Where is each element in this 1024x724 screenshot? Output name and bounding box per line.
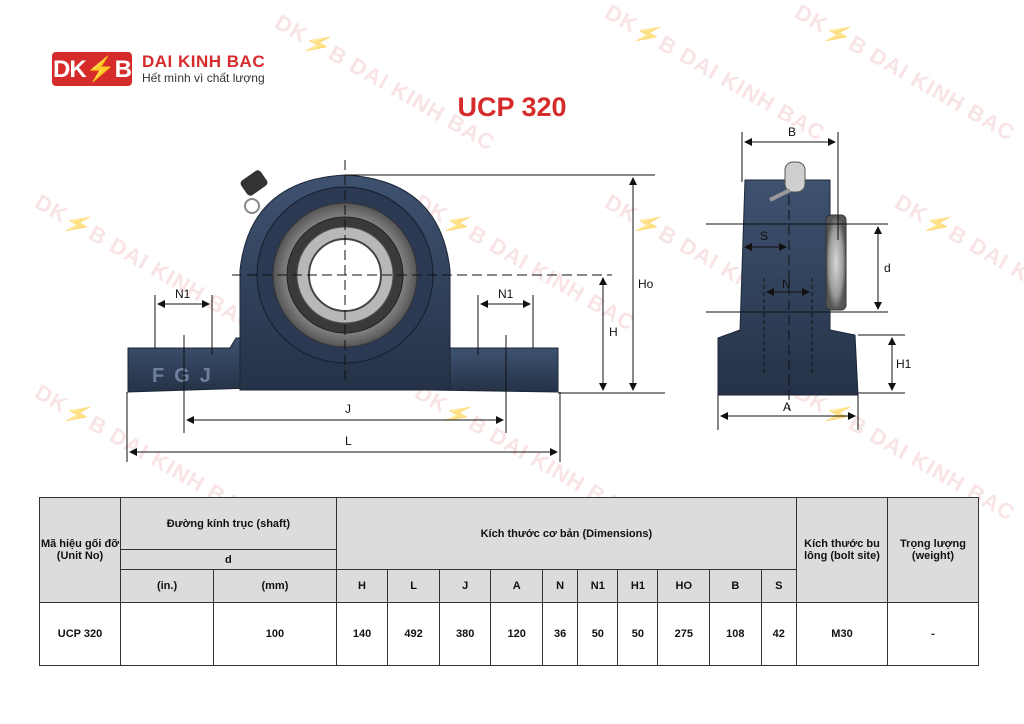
cell-s: 42 [760,602,798,666]
cell-j: 380 [438,602,492,666]
cell-h1: 50 [617,602,659,666]
th-sub: N1 [577,569,619,603]
table-row: UCP 320 100 140 492 380 120 36 50 50 275… [39,602,979,666]
label-n: N [782,277,791,291]
th-sub: N [541,569,579,603]
cell-d-mm: 100 [213,602,337,666]
label-b: B [788,125,796,139]
logo-mark: DK⚡B [52,52,132,86]
product-title: UCP 320 [457,92,567,122]
cell-l: 492 [387,602,440,666]
cell-h: 140 [335,602,389,666]
th-sub: (in.) [119,569,215,603]
technical-drawing: FGJ Ho H N1 N1 J L [126,125,912,462]
th-sub: (mm) [213,569,337,603]
th-shaft: Đường kính trục (shaft) [120,497,337,550]
brand-name: DAI KINH BAC [142,52,266,71]
cell-unit: UCP 320 [39,602,121,666]
th-sub: S [760,569,798,603]
th-sub: A [490,569,543,603]
label-h1: H1 [896,357,912,371]
th-sub: HO [657,569,711,603]
cell-n: 36 [541,602,579,666]
front-view: FGJ Ho H N1 N1 J L [126,160,665,462]
spec-table: Mã hiệu gối đỡ (Unit No) Đường kính trục… [39,497,979,666]
logo-text: DAI KINH BAC Hết mình vì chất lượng [142,52,266,86]
label-d: d [884,261,891,275]
cell-bolt: M30 [796,602,888,666]
cell-b: 108 [709,602,762,666]
side-pin [784,161,806,193]
label-a: A [783,400,791,414]
th-sub: J [438,569,492,603]
cell-d-in [119,602,215,666]
th-dims: Kích thước cơ bản (Dimensions) [335,497,798,570]
cell-ho: 275 [657,602,711,666]
side-view: B S d N H1 A [706,125,912,430]
th-sub: H1 [617,569,659,603]
label-n1-left: N1 [175,287,191,301]
brand-logo: DK⚡B DAI KINH BAC Hết mình vì chất lượng [52,52,265,86]
th-sub: B [709,569,762,603]
brand-slogan: Hết mình vì chất lượng [142,71,265,85]
cell-a: 120 [490,602,543,666]
th-sub: L [387,569,440,603]
label-l: L [345,434,352,448]
label-n1-right: N1 [498,287,514,301]
th-unit: Mã hiệu gối đỡ (Unit No) [39,497,121,603]
label-h: H [609,325,618,339]
th-shaft-d: d [120,549,337,570]
label-s: S [760,229,768,243]
label-ho: Ho [638,277,654,291]
th-bolt: Kích thước bu lông (bolt site) [796,497,888,603]
cell-weight: - [887,602,979,666]
th-sub: H [335,569,389,603]
th-weight: Trọng lượng (weight) [887,497,979,603]
housing-marking: FGJ [152,365,221,387]
label-j: J [345,402,351,416]
grease-nipple-icon [240,170,268,214]
cell-n1: 50 [577,602,619,666]
side-bearing-ring [825,214,847,311]
